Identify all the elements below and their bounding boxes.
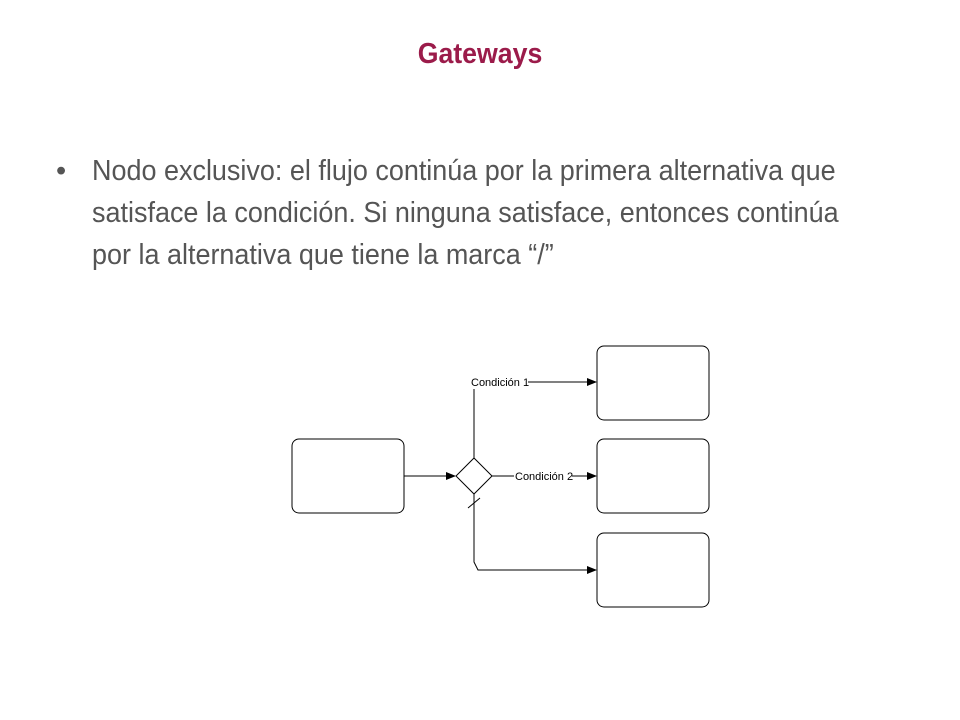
condition-1-label-bg xyxy=(470,375,528,389)
target-task-3-box xyxy=(596,532,710,608)
exclusive-gateway xyxy=(455,457,493,495)
bullet-text: Nodo exclusivo: el flujo continúa por la… xyxy=(92,155,839,271)
condition-1-label: Condición 1 xyxy=(471,377,529,389)
target-task-1-box xyxy=(596,345,710,421)
bullet-dot-icon: • xyxy=(56,155,67,187)
slide-title: Gateways xyxy=(417,38,543,70)
flow-condition-1 xyxy=(473,378,597,458)
default-flow-slash-marker xyxy=(467,497,481,509)
bullet-item: • Nodo exclusivo: el flujo continúa por … xyxy=(56,150,916,276)
target-task-2-box xyxy=(596,438,710,514)
condition-2-label: Condición 2 xyxy=(515,471,573,483)
source-task-box xyxy=(291,438,405,514)
condition-2-label-bg xyxy=(514,469,572,483)
flow-default-path xyxy=(473,494,597,574)
